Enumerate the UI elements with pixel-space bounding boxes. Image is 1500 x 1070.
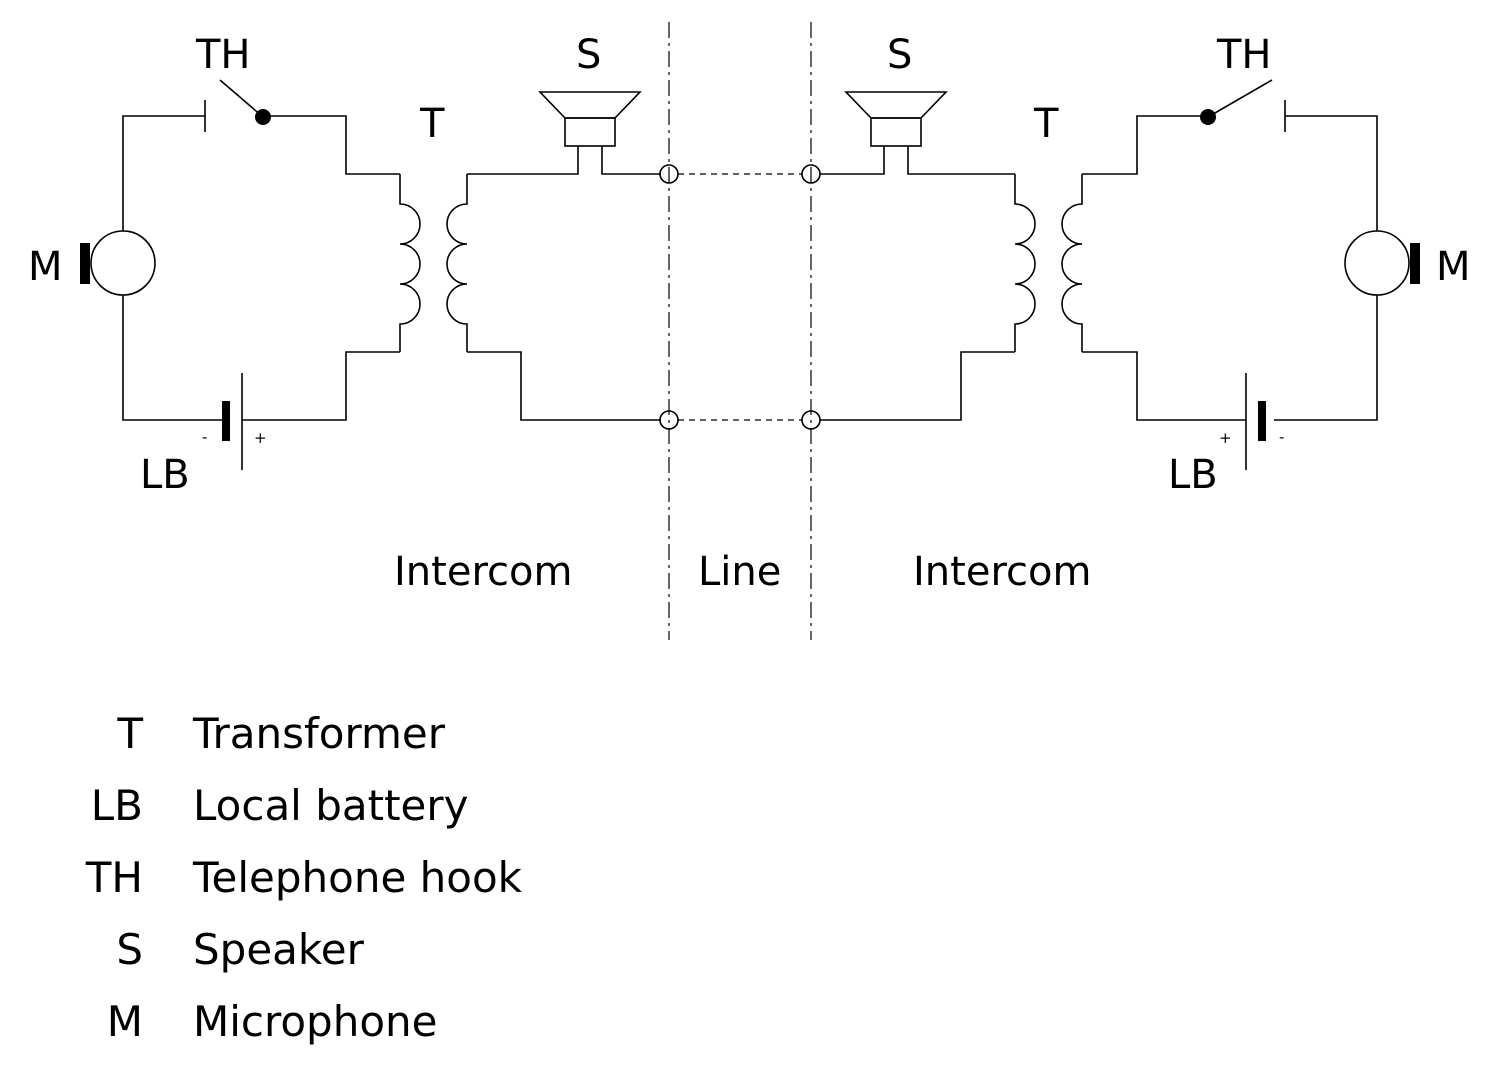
left-secondary-bottom-wire [467,351,661,421]
section-label-middle: Line [698,549,781,595]
label-t-left: T [419,101,445,147]
legend-abbr: M [107,997,143,1046]
label-th-right: TH [1216,32,1272,78]
label-th-left: TH [195,32,251,78]
transformer-right-icon [1014,174,1083,352]
legend: T Transformer LB Local battery TH Teleph… [85,709,523,1046]
right-station [820,79,1420,470]
battery-left-minus: - [202,428,207,446]
left-hook-primary-wire [263,115,400,175]
battery-left-plus: + [254,429,267,447]
line-section [659,22,821,640]
label-m-right: M [1436,244,1471,290]
microphone-left-icon [80,230,156,296]
legend-desc: Transformer [192,709,446,758]
left-secondary-top-wire [467,146,579,175]
label-s-left: S [576,32,601,78]
microphone-right-icon [1344,230,1420,296]
left-mic-bottom-wire [122,295,226,421]
legend-desc: Local battery [193,781,469,830]
legend-desc: Microphone [193,997,437,1046]
label-lb-left: LB [140,452,190,498]
legend-desc: Telephone hook [192,853,523,902]
legend-abbr: LB [91,781,143,830]
section-label-left: Intercom [394,549,572,595]
speaker-right-icon [844,91,948,147]
terminal-left-top [659,164,679,184]
transformer-left-icon [399,174,468,352]
left-battery-primary-wire [242,351,400,421]
legend-abbr: TH [85,853,143,902]
left-mic-top-wire [122,115,205,231]
left-station [80,79,661,470]
legend-abbr: T [116,709,143,758]
legend-abbr: S [116,925,143,974]
label-s-right: S [887,32,912,78]
telephone-hook-left-icon [204,79,271,132]
label-t-right: T [1033,101,1059,147]
terminal-left-bottom [659,410,679,430]
speaker-left-icon [538,91,642,147]
telephone-hook-right-icon [1200,79,1286,132]
local-battery-right-icon [1245,373,1266,470]
section-label-right: Intercom [913,549,1091,595]
left-speaker-line-wire [601,146,661,175]
label-m-left: M [28,244,63,290]
local-battery-left-icon [222,373,243,470]
label-lb-right: LB [1168,452,1218,498]
legend-desc: Speaker [193,925,365,974]
battery-right-minus: - [1279,428,1284,446]
battery-right-plus: + [1219,429,1232,447]
